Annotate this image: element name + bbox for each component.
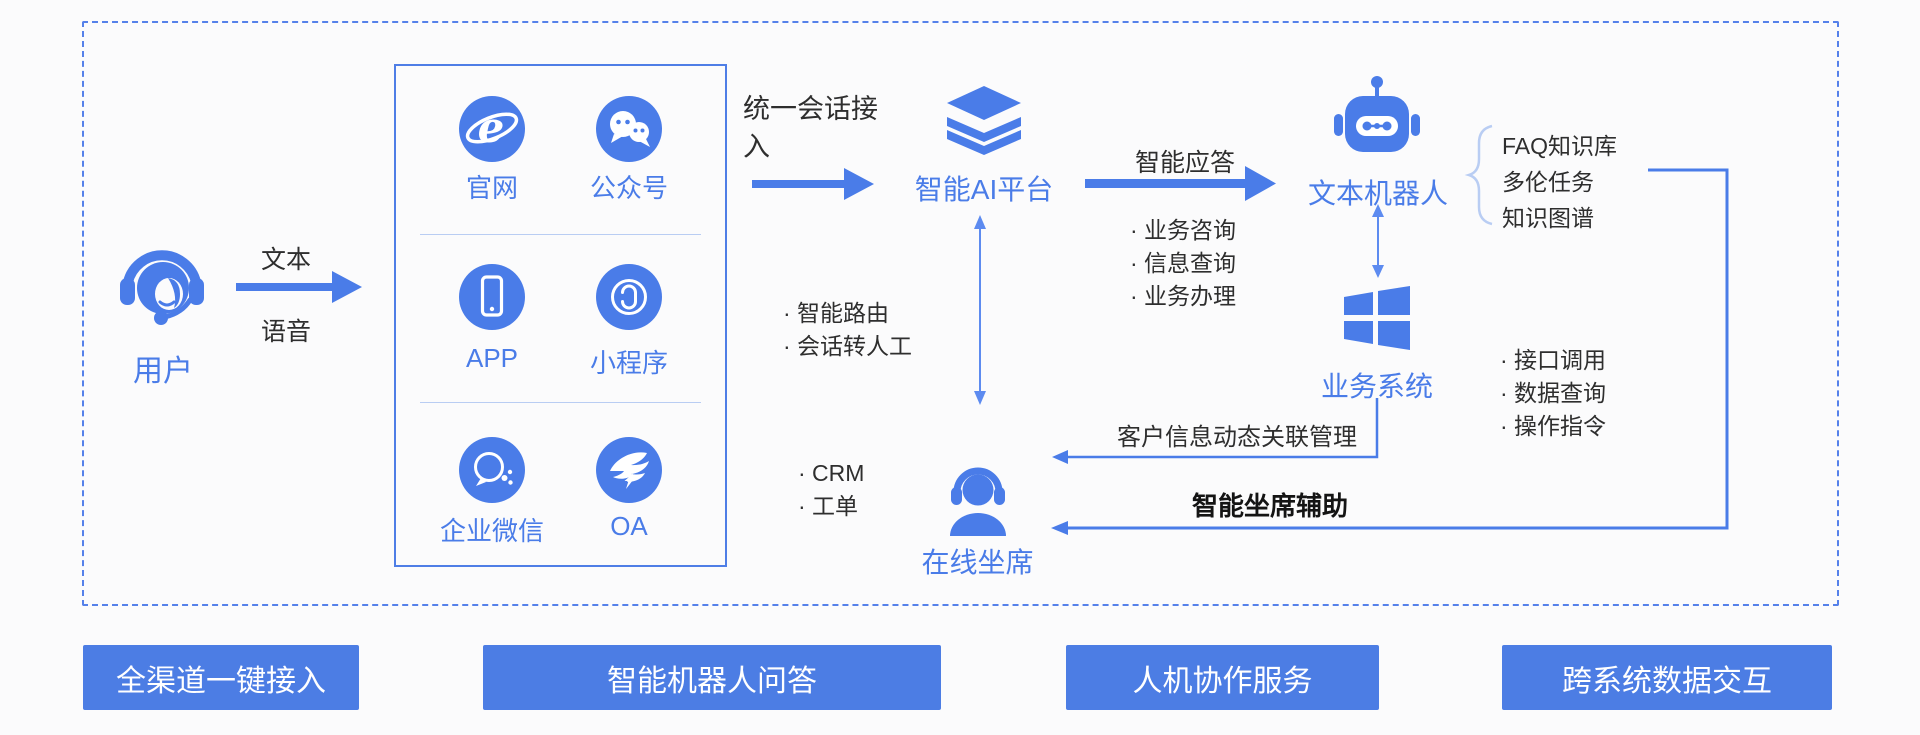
arrow-robot-business-bidirectional [1372,204,1384,278]
channel-text-label: 文本 [260,246,311,274]
capability-item: 知识图谱 [1502,205,1594,231]
unified-access-label: 统一会话接入 [743,94,878,162]
agent-bullet: · 工单 [798,493,859,519]
business-bullet: · 操作指令 [1500,413,1607,439]
channel-official-account [596,96,662,162]
channels-divider-1 [420,234,701,235]
online-agent-icon [950,467,1006,536]
user-label: 用户 [133,355,193,388]
reply-bullet-list: · 业务咨询 · 信息查询 · 业务办理 [1130,214,1236,313]
dingtalk-icon [610,452,649,489]
arrow-ai-platform-agent-bidirectional [974,215,986,405]
arrow-ai-platform-to-text-robot [1085,166,1276,201]
channel-app-label: APP [465,343,519,373]
wechat-work-icon [474,452,513,486]
ai-platform-icon [947,86,1021,155]
crm-link-label: 客户信息动态关联管理 [1117,424,1357,451]
channel-wechat-work-label: 企业微信 [439,516,544,546]
channel-mini-program-label: 小程序 [589,348,668,378]
capability-item: 多伦任务 [1502,169,1594,195]
agent-assist-label: 智能坐席辅助 [1191,491,1348,521]
smart-reply-label: 智能应答 [1134,149,1235,177]
banner-omnichannel-access: 全渠道一键接入 [83,645,359,710]
business-system-icon [1344,286,1410,350]
arrow-channels-to-ai-platform [752,168,874,200]
channel-app [459,264,525,330]
user-icon [120,250,204,325]
channels-divider-2 [420,402,701,403]
business-bullet: · 数据查询 [1500,380,1607,406]
reply-bullet: · 业务办理 [1130,283,1237,309]
online-agent-label: 在线坐席 [921,547,1034,578]
agent-bullet-list: · CRM · 工单 [798,457,864,523]
wechat-official-icon [610,111,650,147]
agent-bullet: · CRM [798,460,865,486]
arrow-business-to-agent [1052,398,1379,464]
diagram-dashed-border [82,21,1839,606]
routing-bullet-list: · 智能路由 · 会话转人工 [783,297,912,363]
routing-bullet: · 智能路由 [783,300,890,326]
arrow-agent-assist [1051,168,1729,535]
smartphone-icon [480,275,504,317]
channel-voice-label: 语音 [260,318,311,346]
business-bullet: · 接口调用 [1500,347,1607,373]
banner-human-machine-service: 人机协作服务 [1066,645,1379,710]
text-robot-icon [1334,76,1420,152]
business-bullet-list: · 接口调用 · 数据查询 · 操作指令 [1500,344,1606,443]
channel-oa [596,437,662,503]
capability-item: FAQ知识库 [1502,133,1618,159]
banner-robot-qa: 智能机器人问答 [483,645,941,710]
channel-website: e [459,96,525,162]
mini-program-icon [611,279,647,315]
channels-box: e 官网 公众号 APP [394,64,727,567]
text-robot-label: 文本机器人 [1307,178,1448,209]
channel-website-label: 官网 [465,173,518,203]
svg-text:e: e [478,103,505,152]
channel-oa-label: OA [610,511,648,541]
arrow-user-to-channels [236,271,362,303]
channel-mini-program [596,264,662,330]
routing-bullet: · 会话转人工 [783,333,913,359]
robot-capabilities-list: FAQ知识库 多伦任务 知识图谱 [1502,128,1617,236]
capabilities-brace [1464,124,1493,226]
business-system-label: 业务系统 [1320,371,1433,402]
channel-wechat-work [459,437,525,503]
ai-platform-label: 智能AI平台 [914,174,1054,205]
reply-bullet: · 业务咨询 [1130,217,1237,243]
ie-browser-icon: e [465,103,519,152]
channel-official-account-label: 公众号 [589,173,668,203]
banner-cross-system-data: 跨系统数据交互 [1502,645,1832,710]
reply-bullet: · 信息查询 [1130,250,1237,276]
